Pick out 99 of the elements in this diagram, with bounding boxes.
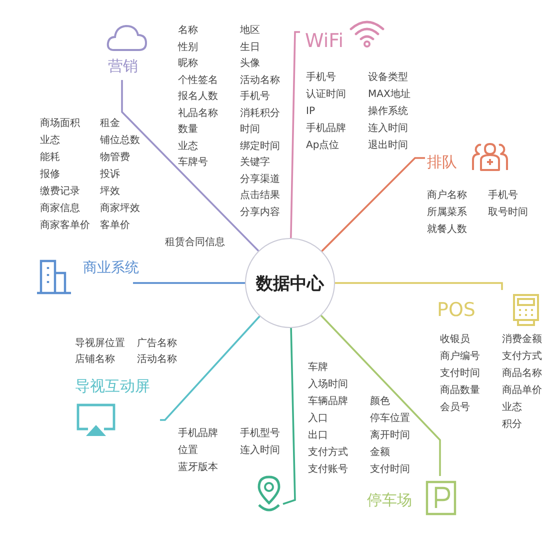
- field-label: 取号时间: [488, 207, 528, 219]
- category-title: WiFi: [305, 31, 344, 52]
- category-title: 导视互动屏: [75, 378, 150, 394]
- field-label: 报名人数: [178, 91, 218, 103]
- field-label: 支付时间: [370, 464, 410, 476]
- category-title: POS: [437, 300, 476, 321]
- field-label: 消耗积分: [240, 108, 280, 120]
- field-label: 时间: [240, 124, 260, 136]
- field-label: 生日: [240, 42, 260, 54]
- field-label: 商户编号: [440, 351, 480, 363]
- field-label: 业态: [502, 402, 522, 414]
- field-label: 活动名称: [240, 74, 280, 86]
- connector-line: [320, 314, 441, 476]
- field-label: 收银员: [440, 334, 470, 346]
- field-label: 位置: [178, 445, 198, 457]
- category-title: 停车场: [367, 492, 412, 508]
- connector-line: [133, 282, 245, 284]
- field-label: 车牌号: [178, 157, 208, 169]
- field-label: 头像: [240, 58, 260, 70]
- field-label: 分享渠道: [240, 174, 280, 186]
- connector-line: [282, 328, 296, 505]
- field-label: 退出时间: [368, 140, 408, 152]
- hub-circle: 数据中心: [245, 238, 335, 328]
- field-label: 客单价: [100, 220, 130, 232]
- field-label: 认证时间: [306, 89, 346, 101]
- field-label: 商家客单价: [40, 220, 90, 232]
- field-label: 投诉: [100, 169, 120, 181]
- field-label: 出口: [308, 430, 328, 442]
- field-label: 操作系统: [368, 106, 408, 118]
- field-label: 导视屏位置: [75, 338, 125, 350]
- field-label: 礼品名称: [178, 108, 218, 120]
- category-title: 商业系统: [83, 261, 139, 276]
- field-label: 手机号: [306, 72, 336, 84]
- field-label: 停车位置: [370, 413, 410, 425]
- field-label: 支付时间: [440, 368, 480, 380]
- field-label: 车辆品牌: [308, 396, 348, 408]
- field-label: IP: [306, 106, 315, 118]
- field-label: 商场面积: [40, 118, 80, 130]
- field-label: 租赁合同信息: [165, 237, 225, 249]
- field-label: 绑定时间: [240, 140, 280, 152]
- field-label: 物管费: [100, 152, 130, 164]
- field-label: 手机品牌: [178, 428, 218, 440]
- field-label: 业态: [40, 135, 60, 147]
- field-label: 消费金额: [502, 334, 542, 346]
- field-label: 入口: [308, 413, 328, 425]
- field-label: 手机号: [488, 190, 518, 202]
- field-label: 个性签名: [178, 74, 218, 86]
- field-label: 离开时间: [370, 430, 410, 442]
- field-label: 设备类型: [368, 72, 408, 84]
- field-label: 手机号: [240, 91, 270, 103]
- field-label: 积分: [502, 419, 522, 431]
- field-label: 分享内容: [240, 206, 280, 218]
- field-label: 店铺名称: [75, 354, 115, 366]
- connector-line: [321, 157, 425, 252]
- field-label: 点击结果: [240, 190, 280, 202]
- field-label: 车牌: [308, 362, 328, 374]
- field-label: 缴费记录: [40, 186, 80, 198]
- field-label: 商家信息: [40, 203, 80, 215]
- category-title: 营销: [108, 58, 138, 74]
- field-label: 数量: [178, 124, 198, 136]
- connector-line: [335, 282, 503, 290]
- field-label: 能耗: [40, 152, 60, 164]
- field-label: 连入时间: [240, 445, 280, 457]
- field-label: 颜色: [370, 396, 390, 408]
- field-label: 商品名称: [502, 368, 542, 380]
- field-label: 商品单价: [502, 385, 542, 397]
- field-label: 入场时间: [308, 379, 348, 391]
- field-label: 昵称: [178, 58, 198, 70]
- connector-line: [160, 316, 260, 421]
- field-label: 所属菜系: [427, 207, 467, 219]
- field-label: MAX地址: [368, 89, 410, 101]
- field-label: 报修: [40, 169, 60, 181]
- field-label: 业态: [178, 140, 198, 152]
- field-label: 支付方式: [308, 447, 348, 459]
- field-label: 支付账号: [308, 464, 348, 476]
- field-label: 手机型号: [240, 428, 280, 440]
- field-label: 商家坪效: [100, 203, 140, 215]
- field-label: 会员号: [440, 402, 470, 414]
- field-label: 商品数量: [440, 385, 480, 397]
- field-label: 铺位总数: [100, 135, 140, 147]
- field-label: 名称: [178, 25, 198, 37]
- field-label: 连入时间: [368, 123, 408, 135]
- field-label: Ap点位: [306, 140, 340, 152]
- field-label: 坪效: [100, 186, 120, 198]
- field-label: 就餐人数: [427, 224, 467, 236]
- field-label: 活动名称: [137, 354, 177, 366]
- field-label: 金额: [370, 447, 390, 459]
- field-label: 性别: [178, 42, 198, 54]
- connector-line: [121, 80, 260, 252]
- field-label: 关键字: [240, 157, 270, 169]
- field-label: 租金: [100, 118, 120, 130]
- field-label: 手机品牌: [306, 123, 346, 135]
- field-label: 商户名称: [427, 190, 467, 202]
- field-label: 支付方式: [502, 351, 542, 363]
- connector-line: [290, 31, 300, 238]
- field-label: 蓝牙版本: [178, 462, 218, 474]
- field-label: 广告名称: [137, 338, 177, 350]
- category-title: 排队: [427, 154, 457, 170]
- field-label: 地区: [240, 25, 260, 37]
